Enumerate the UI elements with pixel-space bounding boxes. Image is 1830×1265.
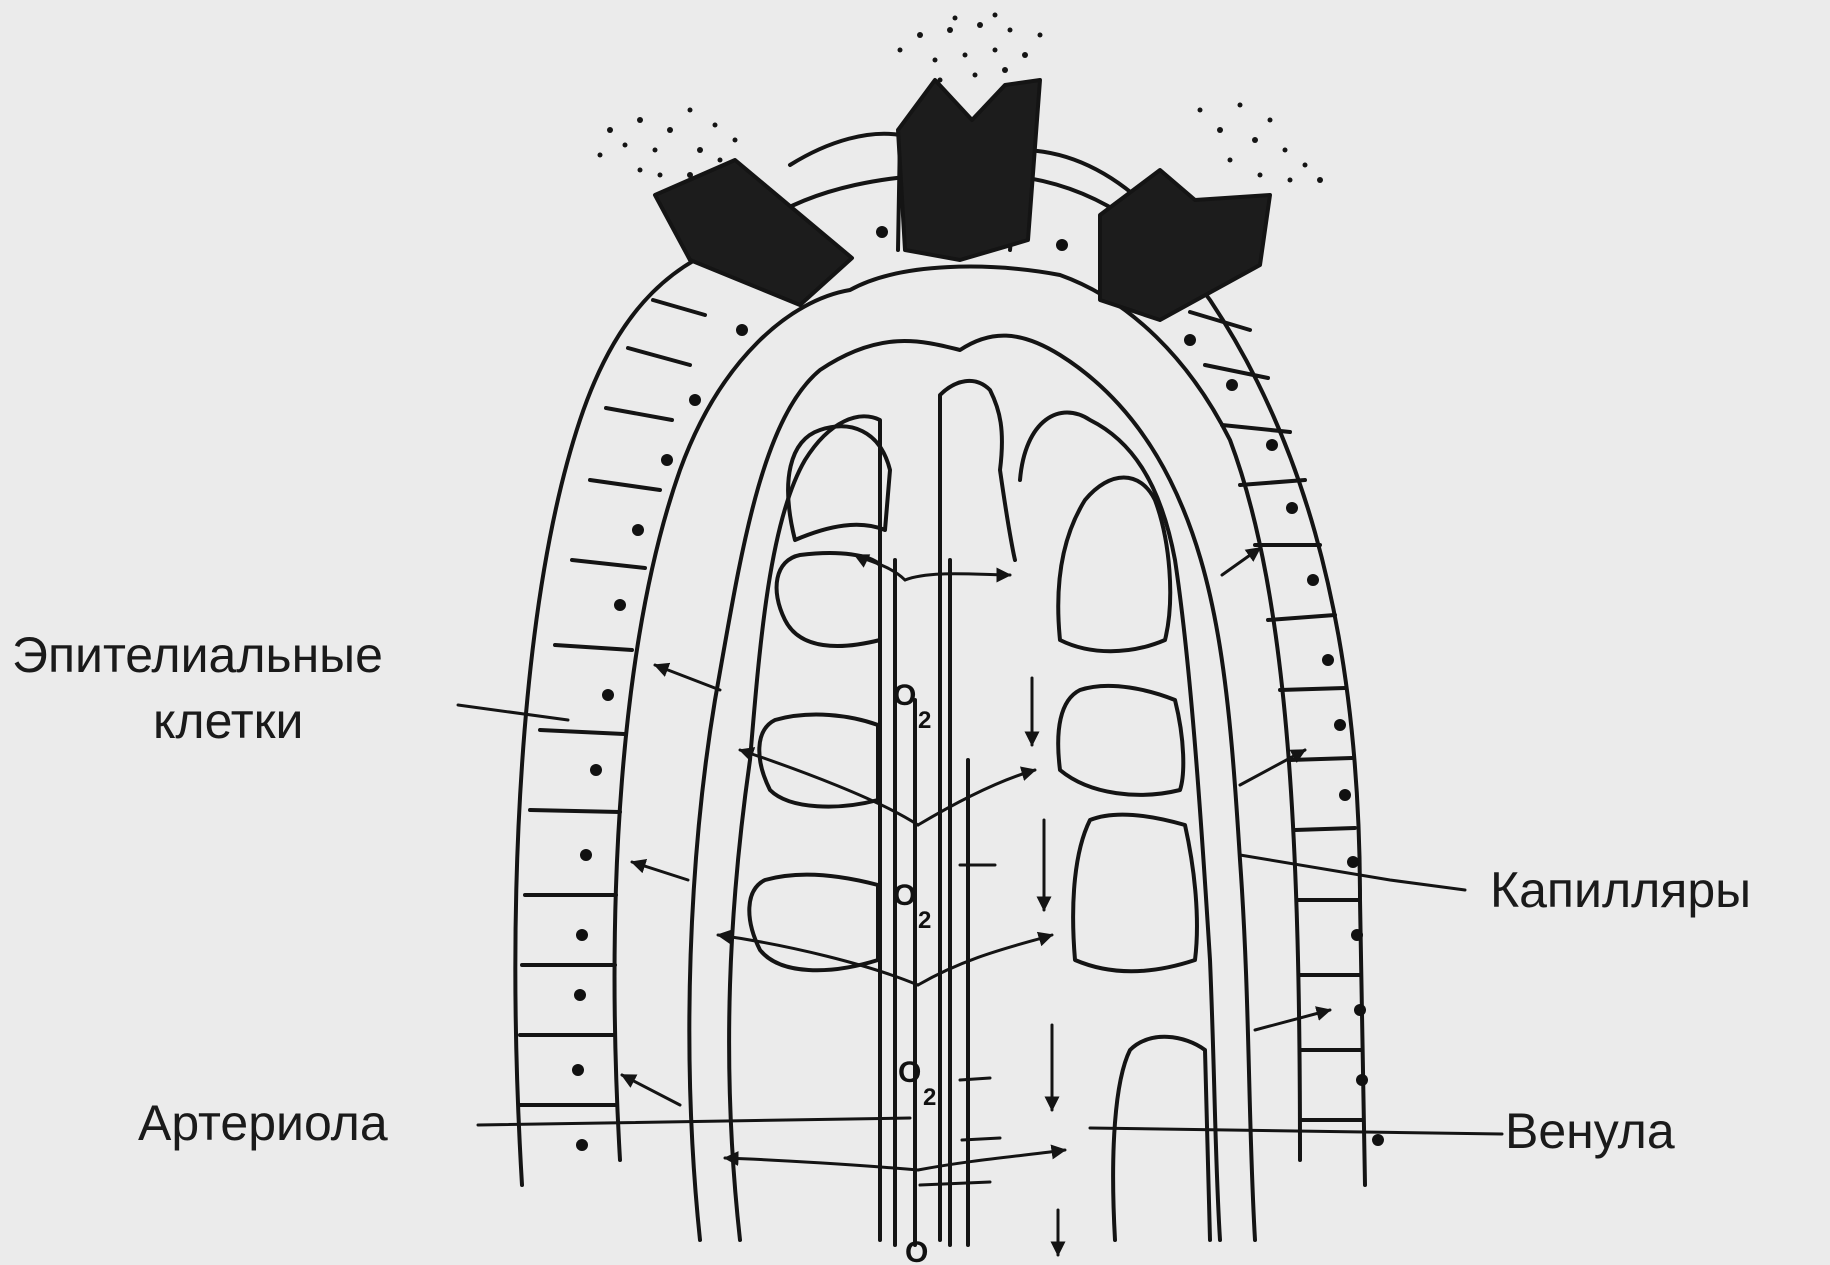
svg-text:O: O bbox=[905, 1236, 928, 1265]
pointer-venule bbox=[1090, 1128, 1502, 1134]
capillary-inner-contour bbox=[729, 416, 880, 1240]
label-venule: Венула bbox=[1505, 1103, 1675, 1159]
flow-arrows bbox=[622, 548, 1330, 1255]
label-arteriole: Артериола bbox=[138, 1095, 388, 1151]
svg-text:2: 2 bbox=[918, 907, 931, 934]
svg-text:2: 2 bbox=[923, 1084, 936, 1111]
label-epithelial-cells-line2: клетки bbox=[153, 693, 303, 749]
o2-label-2: O 2 bbox=[893, 879, 931, 934]
svg-text:O: O bbox=[898, 1056, 921, 1089]
pointer-epithelial bbox=[458, 705, 568, 720]
cell-nuclei bbox=[572, 226, 1384, 1151]
pointer-arteriole bbox=[478, 1118, 910, 1125]
secretory-cells bbox=[655, 80, 1270, 320]
secretory-cell-center bbox=[898, 80, 1040, 260]
capillary-outer-contour bbox=[689, 336, 1255, 1240]
epithelium-inner-contour bbox=[615, 267, 1300, 1160]
o2-label-3: O 2 bbox=[898, 1056, 936, 1111]
secretory-cell-right bbox=[1100, 170, 1270, 320]
svg-text:O: O bbox=[893, 679, 916, 712]
svg-text:O: O bbox=[893, 879, 916, 912]
svg-text:2: 2 bbox=[918, 707, 931, 734]
secretory-cell-left bbox=[655, 160, 852, 305]
o2-label-4: O bbox=[905, 1236, 928, 1265]
label-capillaries: Капилляры bbox=[1490, 862, 1751, 918]
o2-label-1: O 2 bbox=[893, 679, 931, 734]
capillary-network bbox=[689, 336, 1255, 1240]
right-cell-dividers bbox=[1190, 312, 1363, 1120]
left-cell-dividers bbox=[520, 300, 705, 1105]
label-epithelial-cells-line1: Эпителиальные bbox=[12, 627, 383, 683]
